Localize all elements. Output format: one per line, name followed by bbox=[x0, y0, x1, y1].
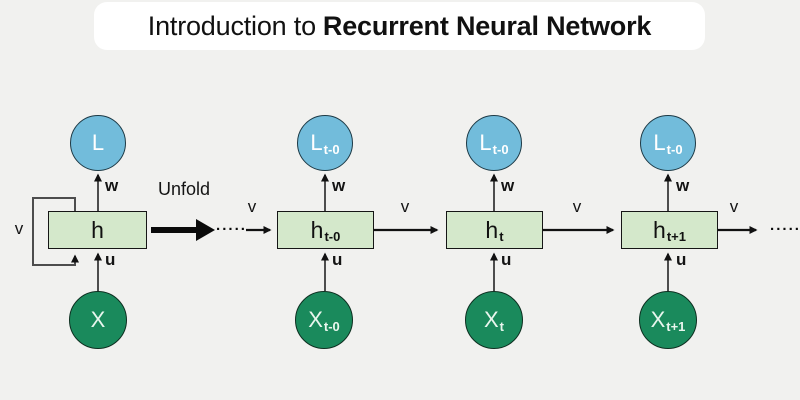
weight-label-v-out: v bbox=[729, 197, 739, 216]
weight-label-w-unit2: w bbox=[501, 176, 515, 195]
recurrent-loop-arrow bbox=[32, 197, 79, 266]
hidden-sub-unit1: t-0 bbox=[324, 228, 341, 244]
weight-label-v-into-unit1: v bbox=[247, 197, 257, 216]
weight-label-v-unit2-unit3: v bbox=[572, 197, 582, 216]
loss-sub-unit3: t-0 bbox=[666, 141, 683, 157]
weight-label-w-unit3: w bbox=[676, 176, 690, 195]
input-sub-unit1: t-0 bbox=[323, 318, 340, 334]
unfold-arrowhead bbox=[196, 219, 215, 241]
input-sub-unit2: t bbox=[499, 318, 505, 334]
loss-sub-unit1: t-0 bbox=[323, 141, 340, 157]
weight-label-w-folded: w bbox=[105, 176, 119, 195]
hidden-sub-unit2: t bbox=[499, 228, 504, 244]
input-label-unit1: X bbox=[308, 307, 323, 332]
hidden-node-folded: h bbox=[48, 211, 147, 249]
hidden-label-unit3: h bbox=[653, 216, 666, 243]
loss-label-folded: L bbox=[91, 130, 105, 155]
weight-label-u-folded: u bbox=[105, 250, 116, 269]
loss-sub-unit2: t-0 bbox=[492, 141, 509, 157]
loss-node-folded: L bbox=[70, 115, 126, 171]
weight-label-v-unit1-unit2: v bbox=[400, 197, 410, 216]
hidden-label-unit1: h bbox=[310, 216, 324, 243]
ellipsis-end: ····· bbox=[770, 221, 800, 238]
weight-label-u-unit2: u bbox=[501, 250, 512, 269]
title-emphasis: Recurrent Neural Network bbox=[322, 10, 652, 41]
title-card: Introduction to Recurrent Neural Network bbox=[94, 2, 705, 50]
hidden-label-folded: h bbox=[91, 216, 104, 243]
unfold-label: Unfold bbox=[157, 179, 211, 199]
weight-label-u-unit1: u bbox=[332, 250, 343, 269]
weight-label-u-unit3: u bbox=[676, 250, 687, 269]
hidden-label-unit2: h bbox=[485, 216, 499, 243]
input-label-folded: X bbox=[90, 307, 106, 332]
weight-label-v-loop: v bbox=[14, 219, 24, 238]
input-sub-unit3: t+1 bbox=[666, 318, 686, 334]
loss-label-unit3: L bbox=[653, 130, 666, 155]
loss-label-unit1: L bbox=[310, 130, 323, 155]
input-label-unit2: X bbox=[483, 307, 499, 332]
title-prefix: Introduction to bbox=[147, 10, 316, 41]
hidden-sub-unit3: t+1 bbox=[666, 228, 686, 244]
input-node-folded: X bbox=[69, 291, 127, 349]
ellipsis-mid: ····· bbox=[216, 221, 247, 238]
loss-label-unit2: L bbox=[479, 130, 492, 155]
input-label-unit3: X bbox=[650, 307, 666, 332]
weight-label-w-unit1: w bbox=[332, 176, 346, 195]
